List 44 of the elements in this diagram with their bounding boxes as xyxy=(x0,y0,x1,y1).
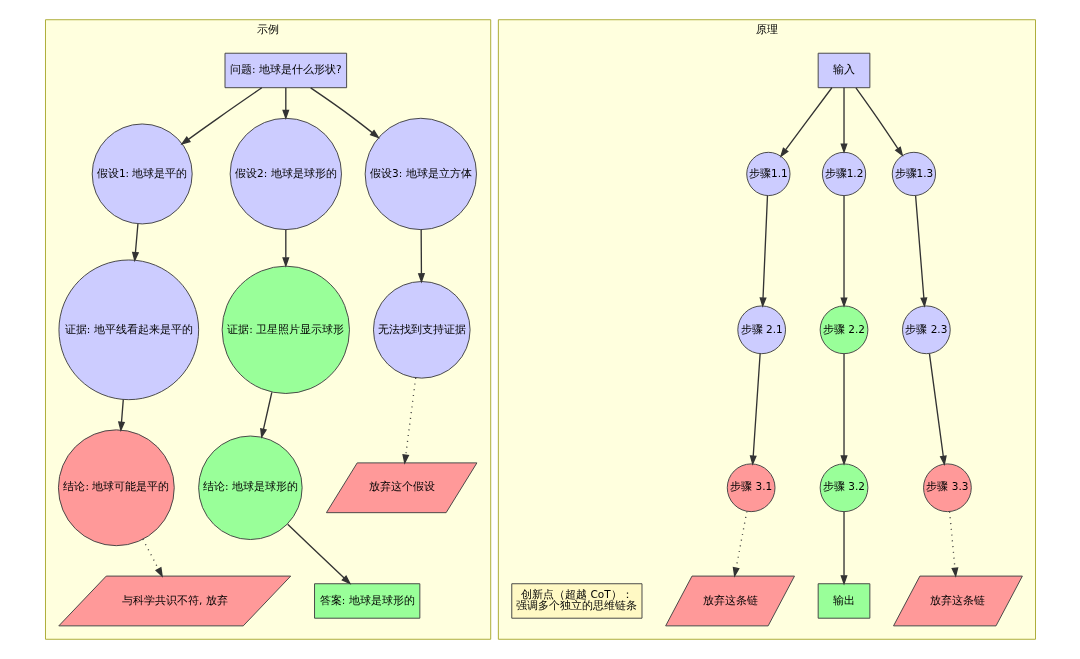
node-circle: 假设2: 地球是球形的 xyxy=(229,117,342,231)
arrow xyxy=(179,87,262,146)
arrow xyxy=(141,538,163,578)
node-circle: 步骤 3.3 xyxy=(922,463,972,513)
node-circle: 无法找到支持证据 xyxy=(372,281,471,379)
arrow xyxy=(914,195,927,308)
arrow xyxy=(839,353,848,466)
arrow xyxy=(839,87,848,154)
node-circle: 步骤 2.1 xyxy=(736,305,786,355)
node-circle: 结论: 地球是球形的 xyxy=(197,435,303,540)
arrow xyxy=(401,377,416,465)
arrow xyxy=(131,223,139,263)
node-box: 输出 xyxy=(817,583,870,619)
arrow xyxy=(854,87,903,157)
node-circle: 步骤 2.2 xyxy=(819,305,868,355)
arrow xyxy=(286,523,351,585)
arrow xyxy=(839,511,848,586)
node-box: 输入 xyxy=(817,52,870,89)
node-circle: 步骤 2.3 xyxy=(901,305,951,355)
arrow xyxy=(417,228,425,284)
node-box: 问题: 地球是什么形状? xyxy=(224,52,347,89)
arrow xyxy=(259,391,272,439)
arrow xyxy=(281,87,289,121)
node-circle: 步骤1.3 xyxy=(891,151,936,197)
node-circle: 证据: 卫星照片显示球形 xyxy=(221,265,350,394)
node-circle: 结论: 地球可能是平的 xyxy=(57,429,175,547)
arrow xyxy=(948,511,958,578)
arrow xyxy=(839,195,848,308)
arrow xyxy=(732,510,747,578)
node-box: 答案: 地球是球形的 xyxy=(313,583,420,619)
node-box: 创新点（超越 CoT）： 强调多个独立的思维链条 xyxy=(510,583,642,619)
node-circle: 步骤 3.1 xyxy=(726,463,775,513)
arrow xyxy=(117,399,125,432)
arrow xyxy=(309,87,380,139)
node-circle: 假设3: 地球是立方体 xyxy=(364,117,477,231)
node-circle: 步骤1.2 xyxy=(821,151,866,197)
node-circle: 步骤 3.2 xyxy=(819,463,868,513)
node-circle: 步骤1.1 xyxy=(745,151,790,197)
arrow xyxy=(928,353,947,466)
arrow xyxy=(749,353,761,466)
arrow xyxy=(758,195,768,308)
arrow xyxy=(779,87,833,158)
node-circle: 证据: 地平线看起来是平的 xyxy=(57,259,199,401)
arrow xyxy=(281,228,289,268)
